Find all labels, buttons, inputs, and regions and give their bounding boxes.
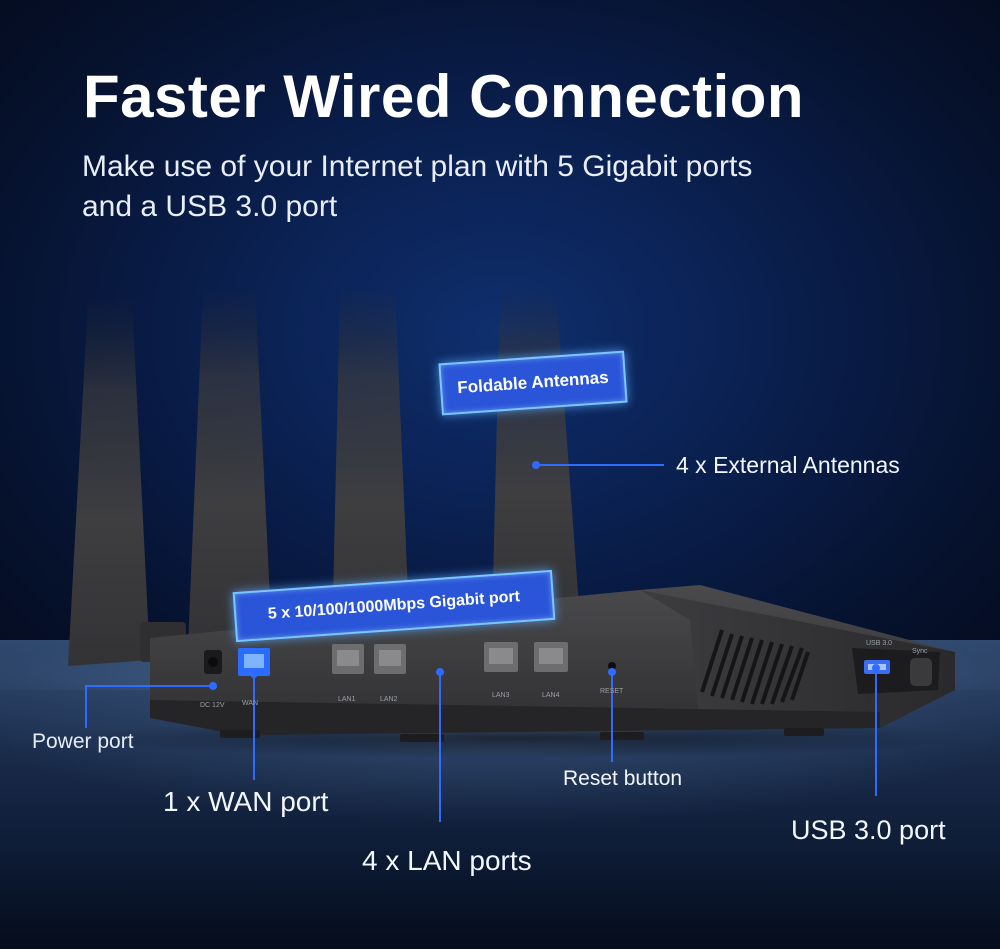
wan-callout-dot <box>250 670 258 678</box>
sync-button-label: Sync <box>912 648 928 655</box>
wan-port-callout: 1 x WAN port <box>163 786 329 817</box>
antennas <box>68 290 642 666</box>
power-port-callout: Power port <box>32 730 134 753</box>
lan4-port-label: LAN4 <box>542 692 560 699</box>
antenna-1 <box>68 300 150 666</box>
vent-grille <box>700 629 810 705</box>
power-callout-line <box>85 685 213 728</box>
sync-button <box>910 658 932 686</box>
ports <box>204 642 940 694</box>
callout-lines <box>85 461 880 822</box>
lan2-port-label: LAN2 <box>380 696 398 703</box>
antenna-callout-dot <box>532 461 540 469</box>
antenna-2 <box>188 290 272 646</box>
wan-port-label: WAN <box>242 700 259 707</box>
external-antennas-callout: 4 x External Antennas <box>676 452 900 478</box>
usb-port-callout: USB 3.0 port <box>791 815 946 845</box>
dc-port-label: DC 12V <box>200 702 225 709</box>
reset-button-callout: Reset button <box>563 767 683 790</box>
usb-callout-dot <box>872 664 880 672</box>
antenna-3 <box>332 290 410 644</box>
reset-pinhole <box>608 662 616 670</box>
power-callout-dot <box>209 682 217 690</box>
lan3-port-label: LAN3 <box>492 692 510 699</box>
reset-callout-dot <box>608 668 616 676</box>
lan-ports-callout: 4 x LAN ports <box>362 845 532 876</box>
usb-port-label: USB 3.0 <box>866 640 893 647</box>
page-title: Faster Wired Connection <box>83 63 805 130</box>
lan-callout-dot <box>436 668 444 676</box>
reset-port-label: RESET <box>600 688 624 695</box>
page-subtitle: Make use of your Internet plan with 5 Gi… <box>82 150 753 223</box>
lan1-port-label: LAN1 <box>338 696 356 703</box>
